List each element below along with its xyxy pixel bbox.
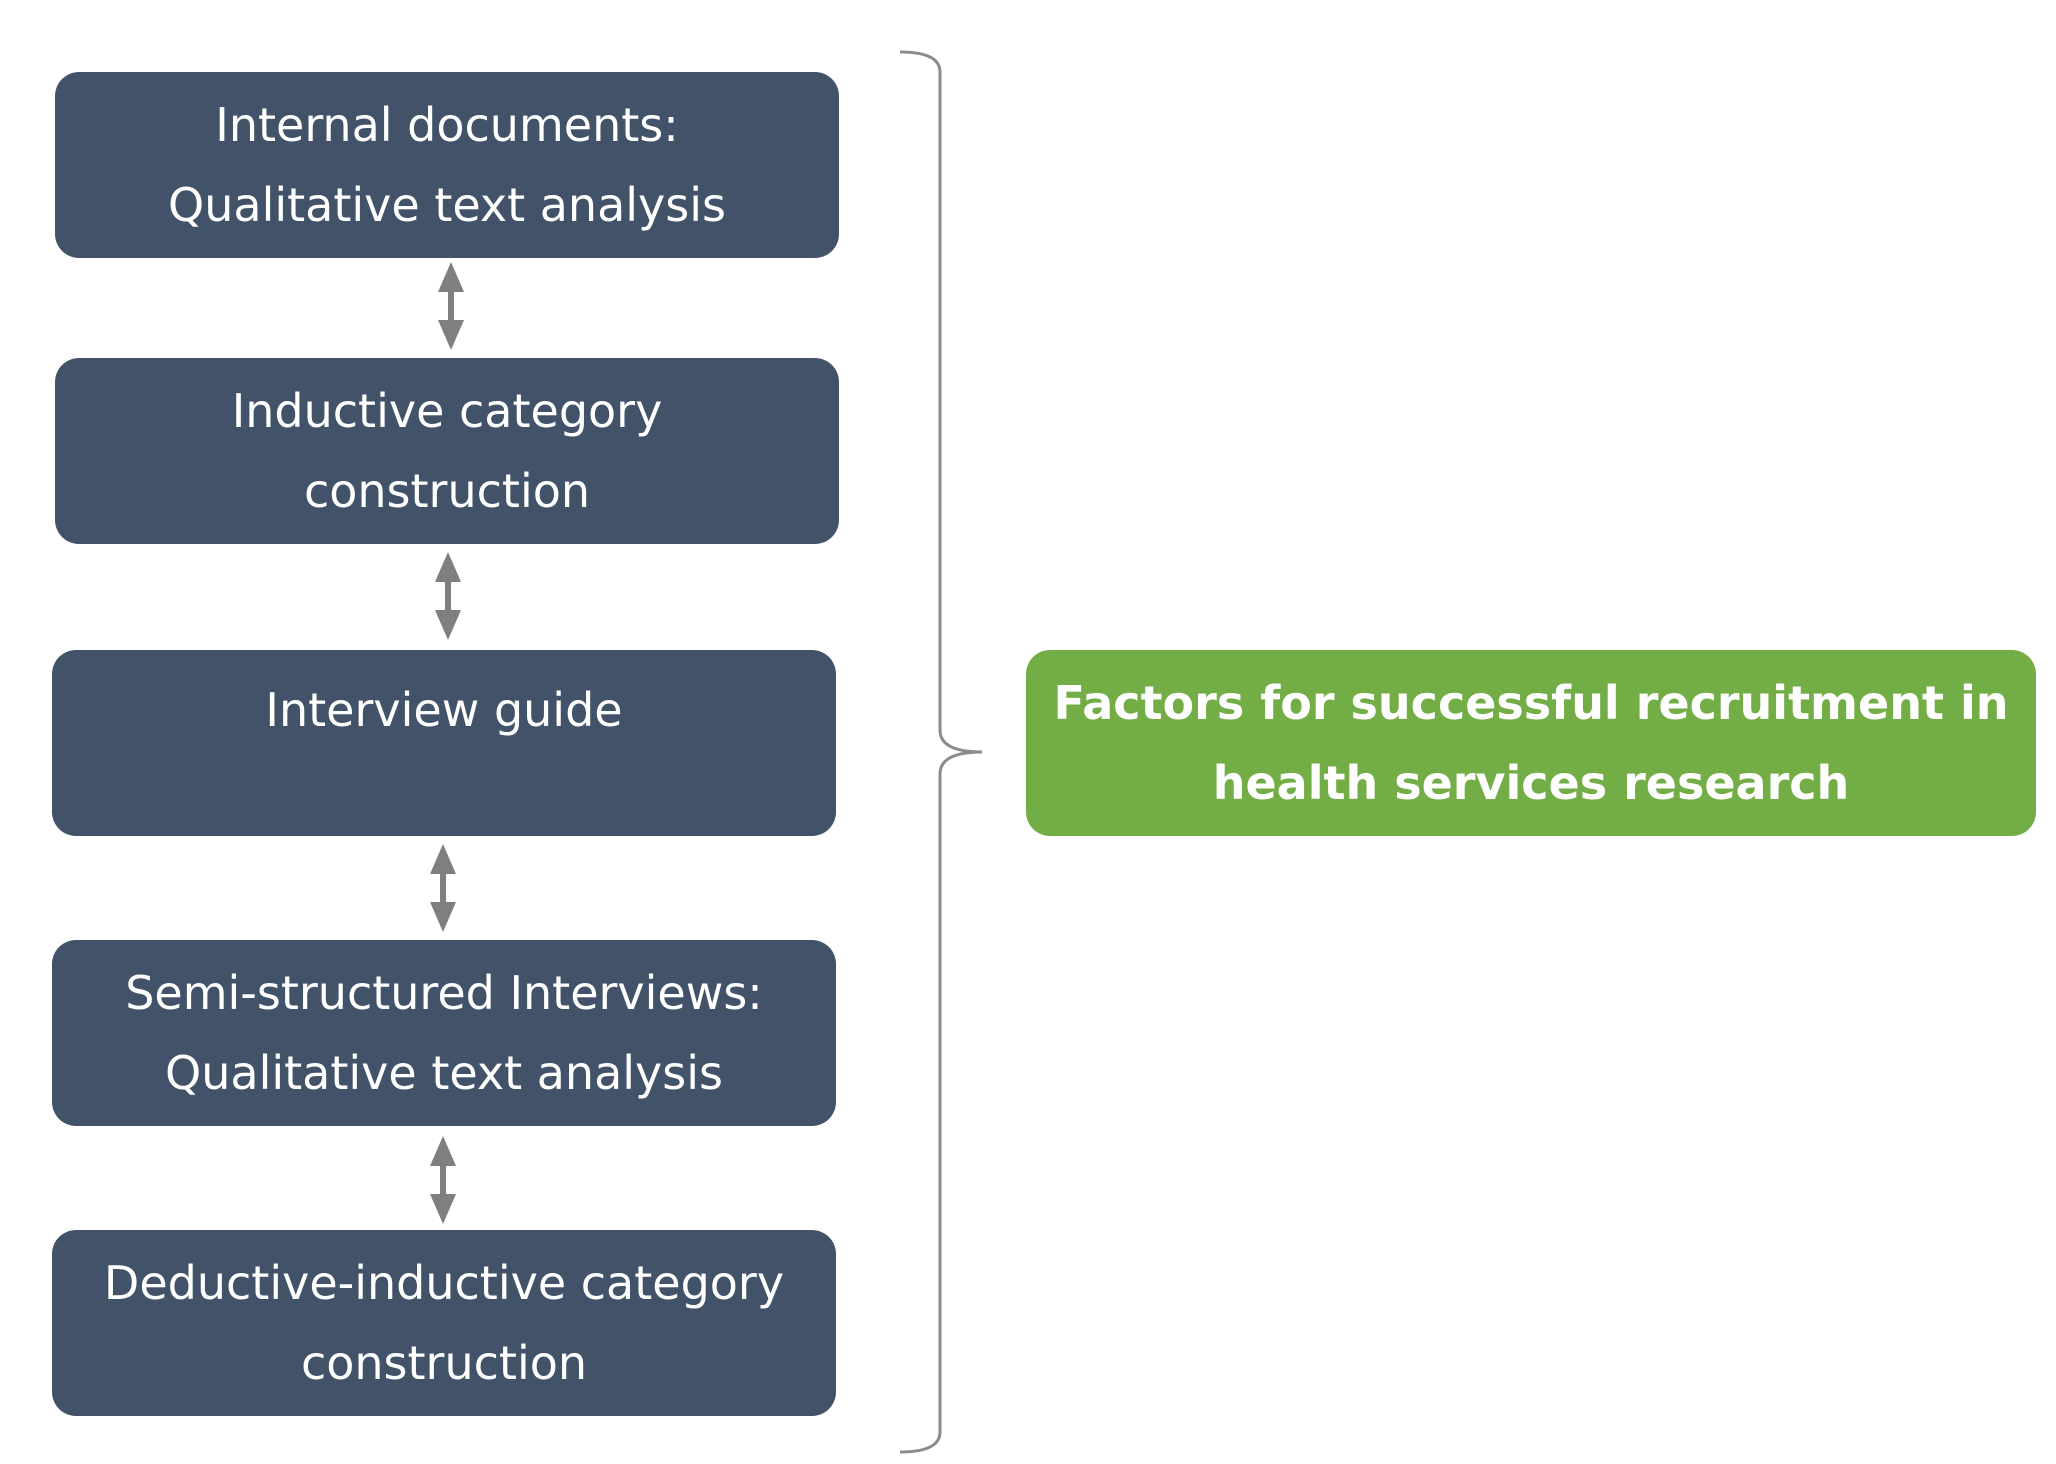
double-arrow-icon xyxy=(430,844,456,932)
step-semi-structured-interviews: Semi-structured Interviews: Qualitative … xyxy=(52,940,836,1126)
double-arrow-icon xyxy=(438,262,464,350)
step-label-line: Inductive category xyxy=(231,384,663,438)
double-arrow-icon xyxy=(435,552,461,640)
curly-brace-icon xyxy=(899,50,983,1454)
step-label-line: Deductive-inductive category xyxy=(103,1256,785,1310)
step-label-line: Interview guide xyxy=(265,683,623,737)
step-interview-guide: Interview guide xyxy=(52,650,836,836)
step-internal-documents: Internal documents: Qualitative text ana… xyxy=(55,72,839,258)
step-label-line: Internal documents: xyxy=(215,98,679,152)
step-label-line: Qualitative text analysis xyxy=(168,178,726,232)
double-arrow-icon xyxy=(430,1136,456,1224)
step-label-line: construction xyxy=(303,464,591,518)
result-label-line: Factors for successful recruitment in xyxy=(1053,676,2009,730)
step-label-line: construction xyxy=(300,1336,588,1390)
step-label-line: Qualitative text analysis xyxy=(165,1046,723,1100)
step-deductive-inductive-category-construction: Deductive-inductive category constructio… xyxy=(52,1230,836,1416)
result-label-line: health services research xyxy=(1212,756,1850,810)
step-inductive-category-construction: Inductive category construction xyxy=(55,358,839,544)
step-label-line: Semi-structured Interviews: xyxy=(125,966,763,1020)
result-factors-box: Factors for successful recruitment in he… xyxy=(1026,650,2036,836)
